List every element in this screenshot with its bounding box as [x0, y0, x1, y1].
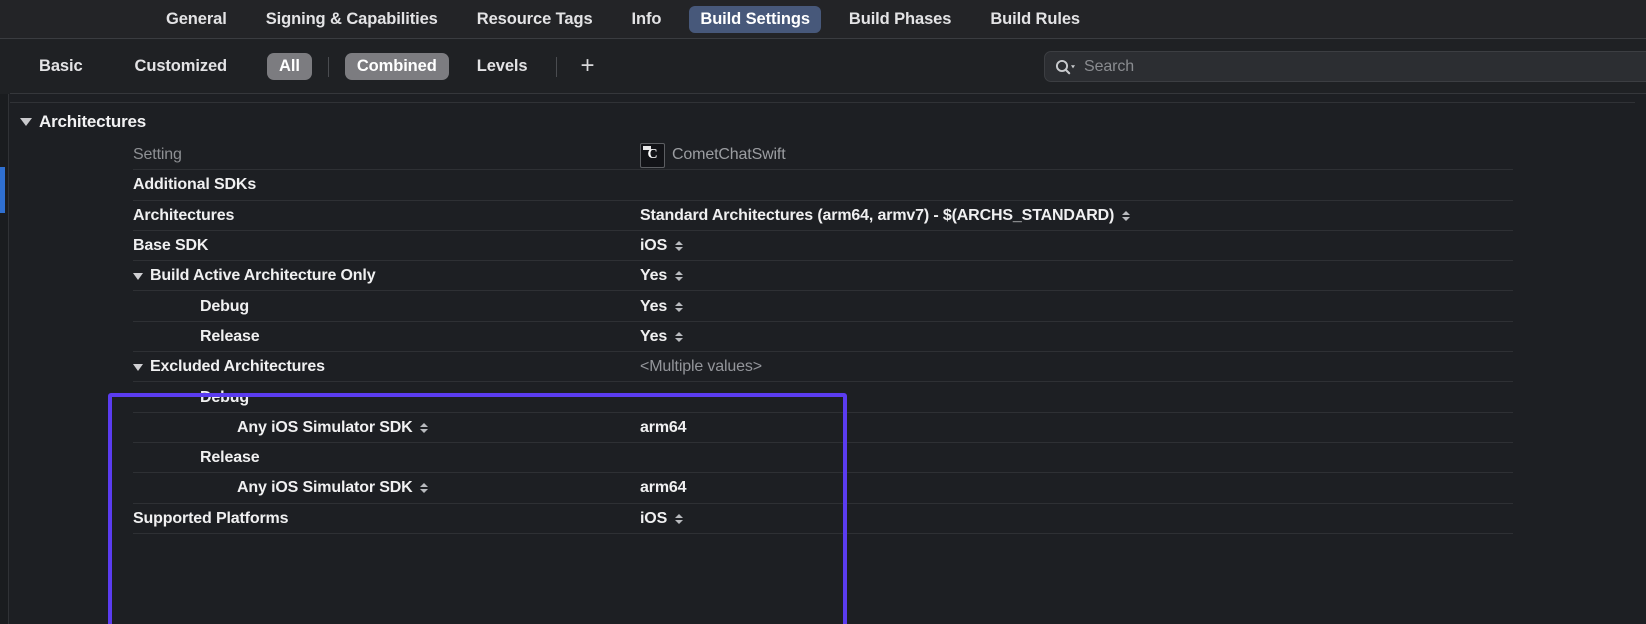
tab-build-settings[interactable]: Build Settings — [689, 6, 821, 33]
filter-customized[interactable]: Customized — [134, 57, 228, 75]
filter-levels[interactable]: Levels — [476, 57, 528, 75]
stepper-icon[interactable] — [675, 271, 684, 282]
tab-build-phases[interactable]: Build Phases — [848, 10, 952, 28]
column-header-target: C CometChatSwift — [640, 142, 786, 168]
app-icon: C — [640, 142, 665, 168]
stepper-icon[interactable] — [419, 422, 428, 433]
setting-value-cell[interactable]: Yes — [640, 267, 684, 285]
setting-value: arm64 — [640, 418, 687, 436]
setting-value-cell[interactable]: Yes — [640, 327, 684, 346]
setting-name-cell: Excluded Architectures — [133, 358, 633, 376]
setting-name: Release — [200, 449, 260, 467]
setting-name: Additional SDKs — [133, 176, 257, 194]
stepper-icon[interactable] — [675, 241, 684, 252]
setting-name-cell: Release — [133, 328, 633, 346]
setting-name: Build Active Architecture Only — [150, 267, 376, 285]
setting-value: <Multiple values> — [640, 358, 762, 376]
table-row[interactable]: Any iOS Simulator SDK arm64 — [0, 473, 1646, 504]
setting-value-cell[interactable]: Yes — [640, 297, 684, 316]
stepper-icon[interactable] — [675, 331, 684, 342]
search-placeholder: Search — [1084, 57, 1135, 75]
setting-value-cell[interactable]: Standard Architectures (arm64, armv7) - … — [640, 206, 1131, 225]
tab-signing-capabilities[interactable]: Signing & Capabilities — [265, 10, 438, 28]
table-row[interactable]: Build Active Architecture Only Yes — [0, 261, 1646, 292]
setting-name-cell: Debug — [133, 298, 633, 316]
setting-name-cell: Release — [133, 449, 633, 467]
tab-general[interactable]: General — [166, 10, 227, 28]
table-row[interactable]: Release Yes — [0, 322, 1646, 353]
scroll-indicator[interactable] — [0, 167, 5, 213]
setting-name-cell: Additional SDKs — [133, 176, 633, 194]
tab-info[interactable]: Info — [631, 10, 662, 28]
setting-name-cell: Any iOS Simulator SDK — [133, 419, 633, 437]
setting-name: Supported Platforms — [133, 509, 289, 527]
setting-name: Debug — [200, 388, 250, 406]
project-editor-tabbar: General Signing & Capabilities Resource Ta… — [0, 0, 1646, 39]
table-row[interactable]: Base SDK iOS — [0, 231, 1646, 262]
tab-resource-tags[interactable]: Resource Tags — [476, 10, 593, 28]
stepper-icon[interactable] — [419, 483, 428, 494]
setting-value: arm64 — [640, 479, 687, 497]
filter-basic[interactable]: Basic — [39, 57, 83, 75]
filter-divider-2 — [555, 56, 557, 77]
setting-name-cell: Base SDK — [133, 237, 633, 255]
left-gutter — [0, 94, 9, 624]
table-row[interactable]: Supported Platforms iOS — [0, 504, 1646, 535]
filter-combined[interactable]: Combined — [344, 53, 449, 80]
column-header-setting: Setting — [133, 146, 182, 164]
table-row[interactable]: Excluded Architectures <Multiple values> — [0, 352, 1646, 383]
disclosure-triangle-icon[interactable] — [133, 272, 143, 280]
top-divider — [10, 102, 1635, 103]
setting-value-cell[interactable]: arm64 — [640, 479, 687, 497]
setting-name-cell: Debug — [133, 389, 633, 407]
add-setting-button[interactable]: + — [580, 51, 595, 79]
setting-name-cell: Architectures — [133, 207, 633, 225]
chevron-down-icon — [1071, 64, 1075, 68]
setting-name: Release — [200, 327, 260, 345]
table-row[interactable]: Release — [0, 443, 1646, 474]
setting-name-cell: Any iOS Simulator SDK — [133, 479, 633, 497]
table-row[interactable]: Additional SDKs — [0, 170, 1646, 201]
disclosure-triangle-icon[interactable] — [133, 363, 143, 371]
setting-value: Yes — [640, 327, 668, 345]
setting-name: Base SDK — [133, 237, 209, 255]
setting-value-cell[interactable]: <Multiple values> — [640, 358, 762, 376]
setting-value: Yes — [640, 297, 668, 315]
setting-name: Excluded Architectures — [150, 358, 325, 376]
filter-all[interactable]: All — [267, 53, 312, 80]
stepper-icon[interactable] — [1122, 210, 1131, 221]
setting-value-cell[interactable]: arm64 — [640, 418, 687, 437]
filter-divider-1 — [327, 56, 329, 77]
setting-name-cell: Supported Platforms — [133, 510, 633, 528]
table-header-row: Setting C CometChatSwift — [0, 140, 1646, 171]
search-field[interactable]: Search — [1044, 51, 1646, 82]
table-row[interactable]: Any iOS Simulator SDK arm64 — [0, 413, 1646, 444]
setting-value: iOS — [640, 509, 668, 527]
table-row[interactable]: Debug Yes — [0, 291, 1646, 323]
stepper-icon[interactable] — [675, 513, 684, 524]
target-name: CometChatSwift — [672, 146, 786, 164]
disclosure-triangle-icon[interactable] — [20, 118, 32, 126]
setting-name: Any iOS Simulator SDK — [237, 418, 413, 436]
setting-name-cell: Build Active Architecture Only — [133, 267, 633, 285]
setting-value-cell[interactable]: iOS — [640, 509, 684, 528]
settings-table-area: Architectures Setting C CometChatSwift A… — [0, 94, 1646, 624]
setting-name: Debug — [200, 297, 250, 315]
group-header-architectures[interactable]: Architectures — [20, 112, 146, 132]
setting-value: Standard Architectures (arm64, armv7) - … — [640, 206, 1115, 224]
tab-build-rules[interactable]: Build Rules — [990, 10, 1080, 28]
setting-value-cell[interactable]: iOS — [640, 237, 684, 255]
build-settings-filter-bar: Basic Customized All Combined Levels + S… — [0, 39, 1646, 94]
group-title: Architectures — [39, 112, 146, 131]
setting-value: Yes — [640, 267, 668, 285]
search-icon — [1055, 59, 1076, 75]
settings-rows: Setting C CometChatSwift Additional SDKs… — [0, 140, 1646, 535]
stepper-icon[interactable] — [675, 301, 684, 312]
setting-name: Architectures — [133, 206, 235, 224]
table-row[interactable]: Debug — [0, 382, 1646, 413]
setting-value: iOS — [640, 237, 668, 255]
setting-name: Any iOS Simulator SDK — [237, 479, 413, 497]
table-row[interactable]: Architectures Standard Architectures (arm… — [0, 201, 1646, 232]
